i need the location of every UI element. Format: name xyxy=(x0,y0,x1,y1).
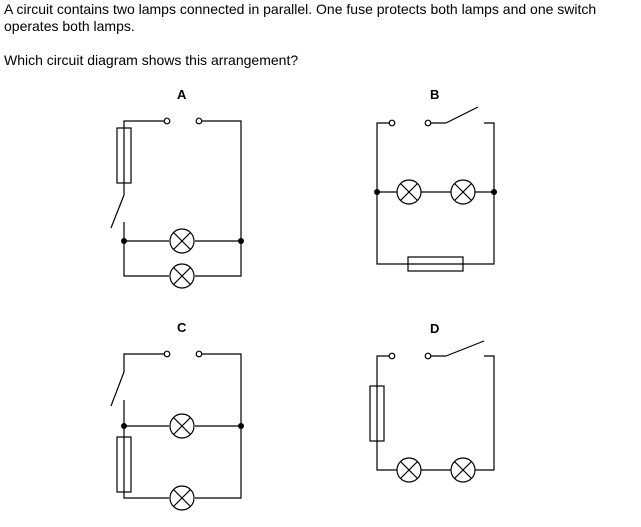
lamp-icon xyxy=(169,485,195,511)
lamp-icon xyxy=(169,263,195,289)
terminal xyxy=(195,117,203,125)
option-label-b: B xyxy=(430,87,439,102)
lamp-icon xyxy=(396,457,422,483)
terminal xyxy=(424,119,432,127)
diagram-d[interactable]: D xyxy=(369,321,495,483)
switch-blade xyxy=(445,106,479,124)
junction-dot xyxy=(238,423,244,429)
wire xyxy=(195,120,242,277)
option-label-c: C xyxy=(177,320,187,335)
option-label-d: D xyxy=(430,321,439,336)
junction-dot xyxy=(121,423,127,429)
lamp-icon xyxy=(169,413,195,439)
junction-dot xyxy=(374,189,380,195)
lamp-icon xyxy=(450,179,476,205)
terminal xyxy=(424,352,432,360)
junction-dot xyxy=(238,238,244,244)
terminal xyxy=(195,350,203,358)
wire xyxy=(123,222,169,277)
wire xyxy=(376,441,397,471)
diagram-b[interactable]: B xyxy=(374,87,497,272)
switch-blade xyxy=(445,340,485,357)
question-stem: A circuit contains two lamps connected i… xyxy=(4,1,597,34)
terminal xyxy=(163,117,171,125)
wire xyxy=(123,492,169,499)
terminal xyxy=(163,350,171,358)
wire xyxy=(475,355,495,471)
wire xyxy=(123,353,165,372)
switch-blade xyxy=(110,371,125,407)
question-prompt: Which circuit diagram shows this arrange… xyxy=(4,52,299,68)
lamp-icon xyxy=(169,228,195,254)
terminal xyxy=(388,352,396,360)
diagram-a[interactable]: A xyxy=(110,87,244,289)
wire xyxy=(123,120,165,128)
lamp-icon xyxy=(450,457,476,483)
junction-dot xyxy=(121,238,127,244)
wire xyxy=(376,355,391,386)
junction-dot xyxy=(491,189,497,195)
diagram-c[interactable]: C xyxy=(110,320,244,511)
switch-blade xyxy=(110,194,125,229)
terminal xyxy=(388,119,396,127)
lamp-icon xyxy=(396,179,422,205)
option-label-a: A xyxy=(177,87,187,102)
